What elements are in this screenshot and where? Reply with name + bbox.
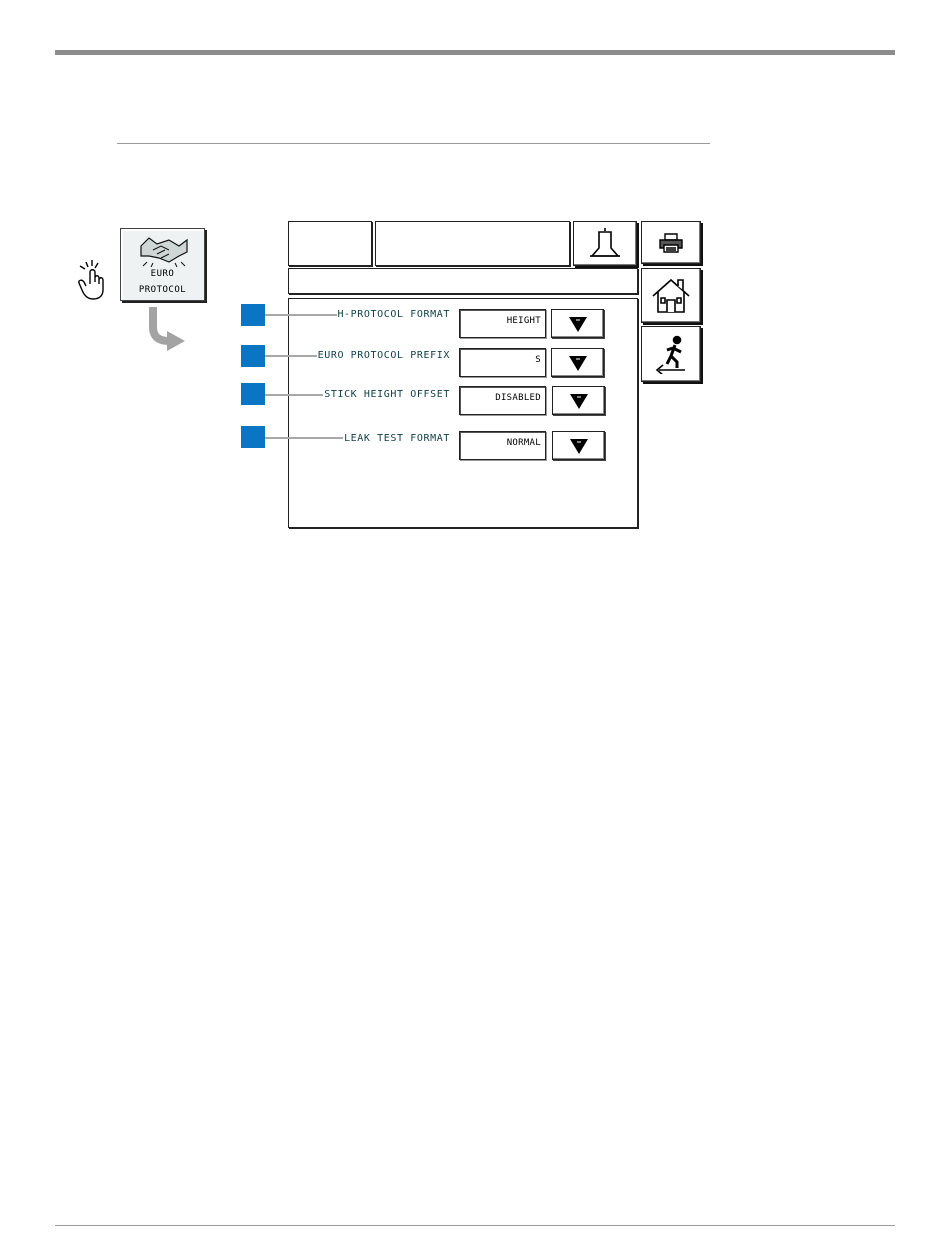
home-icon: [651, 276, 691, 316]
euro-button-label-1: EURO: [121, 269, 204, 279]
dropdown-button[interactable]: [552, 386, 605, 415]
handshake-icon: [139, 232, 189, 268]
triangle-down-icon: [568, 354, 588, 372]
setting-value-field[interactable]: DISABLED: [459, 386, 546, 415]
section-rule: [117, 143, 710, 144]
curved-down-arrow-icon: [145, 305, 190, 353]
triangle-down-icon: [569, 437, 589, 455]
header-box-title: [375, 221, 570, 266]
dropdown-button[interactable]: [551, 348, 604, 377]
printer-icon: [657, 232, 685, 254]
dropdown-button[interactable]: [552, 431, 605, 460]
top-rule: [55, 50, 895, 55]
bottom-rule: [55, 1225, 895, 1226]
setting-label: LEAK TEST FORMAT: [230, 433, 450, 444]
home-button[interactable]: [641, 268, 701, 323]
setting-value-field[interactable]: S: [459, 348, 546, 377]
touch-hand-icon: [76, 258, 110, 302]
setting-label: EURO PROTOCOL PREFIX: [230, 350, 450, 361]
bell-icon: [588, 226, 622, 262]
exit-icon: [651, 334, 691, 374]
setting-value-field[interactable]: HEIGHT: [459, 309, 546, 338]
setting-label: H-PROTOCOL FORMAT: [230, 309, 450, 320]
dropdown-button[interactable]: [551, 309, 604, 338]
print-button[interactable]: [641, 221, 701, 264]
exit-button[interactable]: [641, 326, 701, 382]
triangle-down-icon: [568, 315, 588, 333]
euro-protocol-button[interactable]: EURO PROTOCOL: [120, 228, 205, 301]
euro-button-label-2: PROTOCOL: [121, 285, 204, 295]
triangle-down-icon: [569, 392, 589, 410]
header-box-left: [288, 221, 372, 266]
alarm-button[interactable]: [573, 221, 637, 266]
setting-value-field[interactable]: NORMAL: [459, 431, 546, 460]
setting-label: STICK HEIGHT OFFSET: [230, 389, 450, 400]
message-bar: [288, 268, 638, 294]
